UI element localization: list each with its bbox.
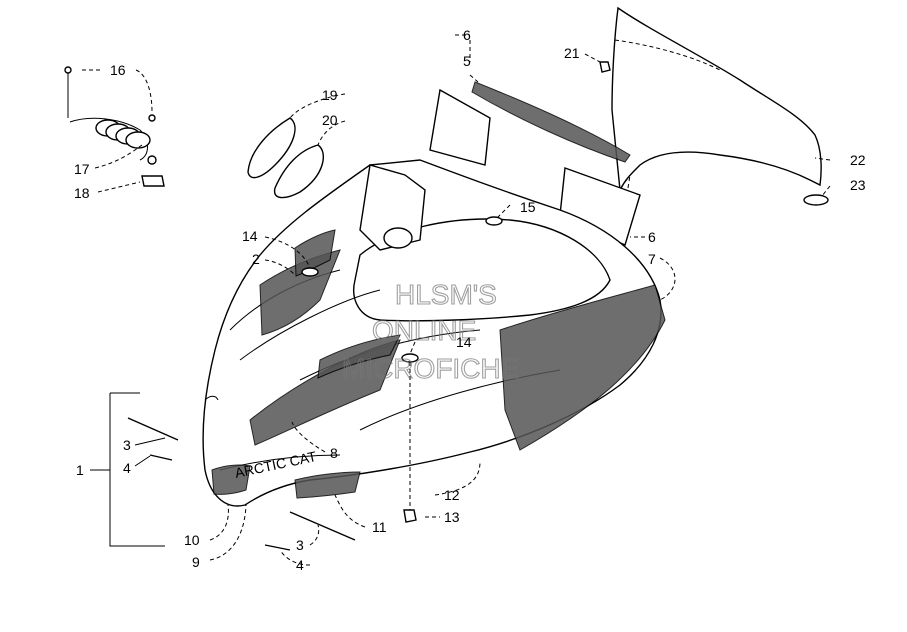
svg-text:HLSM'S: HLSM'S [395, 279, 497, 310]
callout-14a: 14 [242, 228, 258, 244]
windshield-clip[interactable] [803, 194, 829, 206]
callout-22: 22 [850, 152, 866, 168]
callout-17: 17 [74, 161, 90, 177]
hood[interactable]: ARCTIC CAT [202, 159, 666, 507]
callout-20: 20 [322, 112, 338, 128]
callout-12: 12 [444, 487, 460, 503]
callout-labels: 16 17 18 19 20 6 5 21 22 23 15 6 7 14 2 … [74, 27, 866, 573]
svg-text:MICROFICHE: MICROFICHE [342, 353, 519, 384]
grommet-15[interactable] [485, 216, 503, 226]
bolt-bottom[interactable] [289, 511, 356, 541]
callout-1: 1 [76, 462, 84, 478]
callout-11: 11 [372, 519, 387, 535]
callout-8: 8 [330, 445, 338, 461]
callout-23: 23 [850, 177, 866, 193]
callout-5: 5 [463, 53, 471, 69]
tether-bracket[interactable] [141, 175, 165, 187]
callout-6a: 6 [463, 27, 471, 43]
windshield[interactable] [611, 6, 822, 193]
mirror-lens[interactable] [247, 117, 296, 179]
callout-16: 16 [110, 62, 126, 78]
callout-13: 13 [444, 509, 460, 525]
mirror-gasket[interactable] [273, 144, 325, 199]
callout-21: 21 [564, 45, 580, 61]
callout-14b: 14 [456, 334, 472, 350]
nut-left[interactable] [149, 454, 173, 461]
nut-bottom[interactable] [264, 544, 291, 551]
callout-3b: 3 [296, 537, 304, 553]
tether-cord-assembly[interactable] [64, 66, 157, 165]
callout-6b: 6 [648, 229, 656, 245]
callout-3a: 3 [123, 437, 131, 453]
grommet[interactable] [403, 509, 417, 523]
callout-4a: 4 [123, 460, 131, 476]
nut[interactable] [599, 61, 611, 73]
callout-9: 9 [192, 554, 200, 570]
callout-18: 18 [74, 185, 90, 201]
leader-lines [82, 34, 831, 566]
watermark: HLSM'S ONLINE MICROFICHE [341, 278, 519, 384]
callout-10: 10 [184, 532, 200, 548]
decal-upper-right[interactable] [559, 167, 641, 246]
grommet-14-upper[interactable] [301, 267, 319, 277]
callout-4b: 4 [296, 557, 304, 573]
screw[interactable] [148, 114, 156, 122]
svg-text:ONLINE: ONLINE [372, 315, 476, 346]
decal-upper-left[interactable] [429, 88, 491, 166]
callout-19: 19 [322, 87, 338, 103]
callout-2: 2 [252, 251, 260, 267]
callout-15: 15 [520, 199, 536, 215]
visor-trim[interactable] [471, 81, 631, 163]
callout-7: 7 [648, 251, 656, 267]
bolt-left[interactable] [127, 417, 179, 441]
